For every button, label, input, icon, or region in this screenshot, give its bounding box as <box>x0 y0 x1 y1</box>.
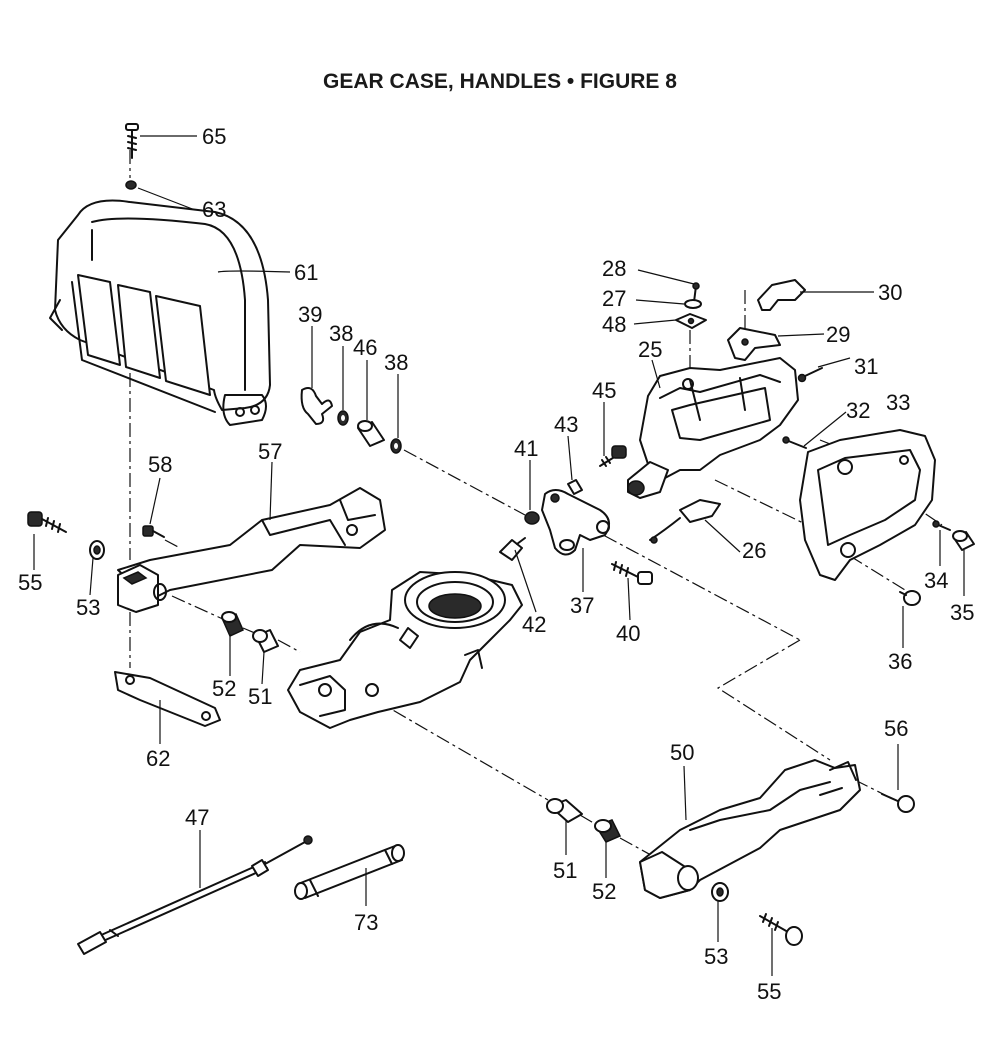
part-33-handle-cover <box>799 429 936 581</box>
callout-25: 25 <box>638 337 662 362</box>
part-36-bolt <box>899 590 921 606</box>
part-46-spacer <box>357 420 385 447</box>
part-56-bolt <box>881 793 915 813</box>
callout-31: 31 <box>854 354 878 379</box>
callout-55: 55 <box>18 570 42 595</box>
callout-38: 38 <box>329 321 353 346</box>
leader-lines <box>33 135 965 976</box>
part-53-washer-left <box>89 540 105 560</box>
handle-mount-block <box>117 564 167 613</box>
part-51-pin-right <box>546 798 583 823</box>
callout-28: 28 <box>602 256 626 281</box>
callout-41: 41 <box>514 436 538 461</box>
part-62-lower-plate <box>114 671 221 727</box>
callout-26: 26 <box>742 538 766 563</box>
callout-35: 35 <box>950 600 974 625</box>
part-31-screw <box>797 367 823 383</box>
part-30-trigger-lockout <box>757 279 806 311</box>
part-34-screw <box>932 520 951 531</box>
callout-52: 52 <box>212 676 236 701</box>
part-38-washer <box>337 410 349 426</box>
callout-30: 30 <box>878 280 902 305</box>
callout-47: 47 <box>185 805 209 830</box>
callout-39: 39 <box>298 302 322 327</box>
part-73-shaft <box>294 844 405 900</box>
callout-55-2: 55 <box>757 979 781 1004</box>
callout-58: 58 <box>148 452 172 477</box>
part-53-washer-right <box>711 882 729 902</box>
callout-57: 57 <box>258 439 282 464</box>
part-57-handle-bracket <box>117 487 386 601</box>
part-35-cap <box>952 530 975 551</box>
callout-51-2: 51 <box>553 858 577 883</box>
part-41-nut <box>524 511 540 525</box>
part-45-bolt <box>599 445 627 467</box>
callout-32: 32 <box>846 398 870 423</box>
part-37-throttle-lever <box>541 489 610 556</box>
gear-case <box>287 571 523 729</box>
part-25-rear-handle <box>627 357 799 499</box>
part-50-lower-handle <box>639 759 861 899</box>
callout-51: 51 <box>248 684 272 709</box>
part-40-bolt <box>611 561 653 585</box>
callout-61: 61 <box>294 260 318 285</box>
part-32-screw <box>782 436 807 449</box>
page-title: GEAR CASE, HANDLES • FIGURE 8 <box>323 70 677 93</box>
callout-62: 62 <box>146 746 170 771</box>
part-51-pin-left <box>252 629 279 653</box>
part-43-clip <box>567 479 583 495</box>
callout-46: 46 <box>353 335 377 360</box>
callout-52-2: 52 <box>592 879 616 904</box>
callout-73: 73 <box>354 910 378 935</box>
part-58-screw <box>142 525 165 538</box>
part-63-nut <box>125 180 137 190</box>
part-52-grommet-right <box>594 819 622 843</box>
callout-42: 42 <box>522 612 546 637</box>
part-27-washer <box>684 299 702 309</box>
callout-38-2: 38 <box>384 350 408 375</box>
callout-48: 48 <box>602 312 626 337</box>
part-52-grommet-left <box>220 611 244 637</box>
part-39-wing-bolt <box>300 387 333 425</box>
part-55-bolt-left <box>27 511 67 533</box>
part-65-screw <box>125 123 139 159</box>
callout-50: 50 <box>670 740 694 765</box>
callout-36: 36 <box>888 649 912 674</box>
callout-56: 56 <box>884 716 908 741</box>
part-26-clip <box>649 499 721 544</box>
part-48-plate <box>675 313 707 329</box>
callout-53-2: 53 <box>704 944 728 969</box>
part-55-bolt-right <box>759 913 803 946</box>
part-61-front-handle <box>49 199 271 426</box>
part-42-screw <box>499 537 526 561</box>
callout-numbers: 65 63 61 39 38 46 38 58 57 55 53 52 51 6… <box>18 124 974 1004</box>
callout-63: 63 <box>202 197 226 222</box>
part-47-throttle-cable <box>77 835 313 955</box>
callout-45: 45 <box>592 378 616 403</box>
callout-34: 34 <box>924 568 948 593</box>
callout-53: 53 <box>76 595 100 620</box>
callout-29: 29 <box>826 322 850 347</box>
callout-65: 65 <box>202 124 226 149</box>
callout-37: 37 <box>570 593 594 618</box>
callout-27: 27 <box>602 286 626 311</box>
callout-43: 43 <box>554 412 578 437</box>
callout-40: 40 <box>616 621 640 646</box>
callout-33: 33 <box>886 390 910 415</box>
part-38-washer-2 <box>390 438 402 454</box>
part-29-trigger <box>727 327 781 361</box>
